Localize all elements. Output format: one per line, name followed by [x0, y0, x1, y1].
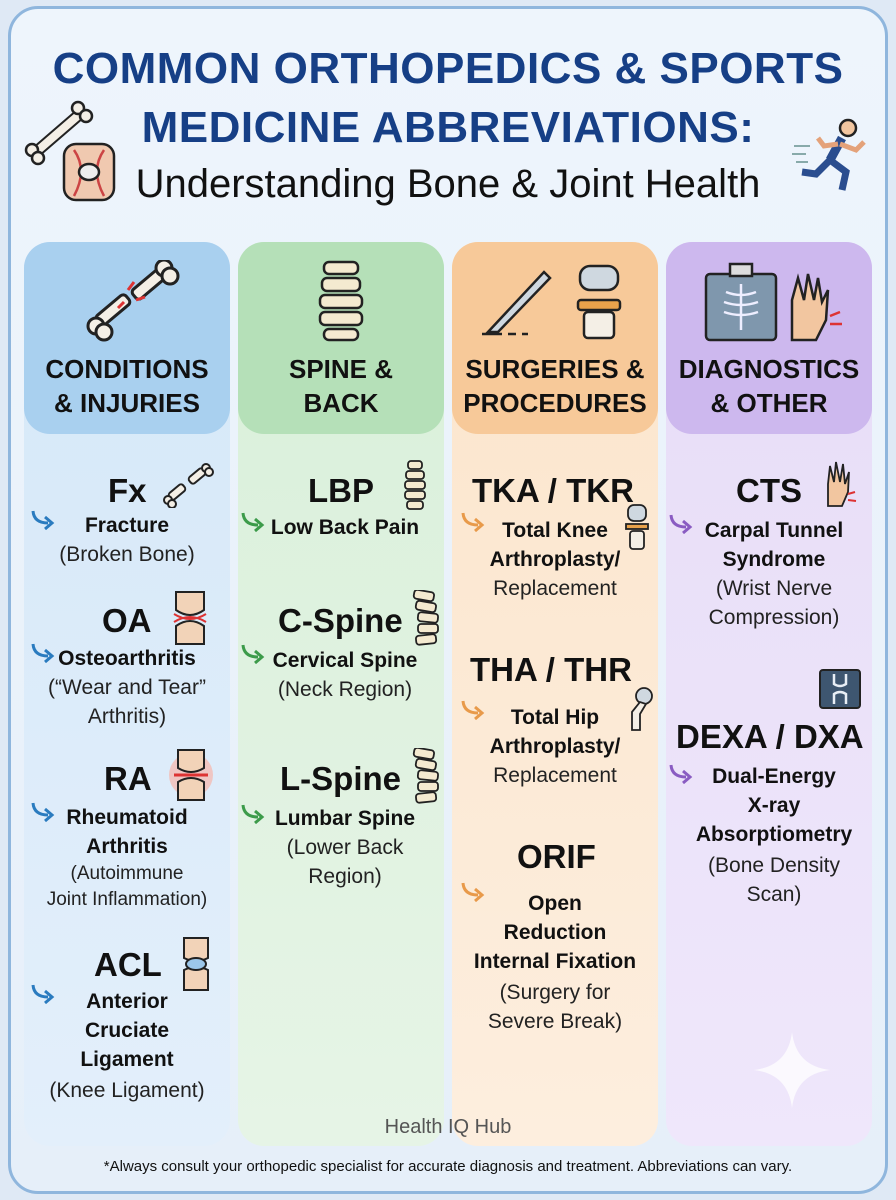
abbr-oa: OA	[102, 602, 152, 639]
c-spine-description: (Neck Region)	[277, 678, 413, 701]
title-line-2: MEDICINE ABBREVIATIONS:	[141, 103, 755, 152]
abbr-cts: CTS	[736, 472, 802, 509]
abbr-tha-thr: THA / THR	[470, 651, 632, 688]
abbr-acl: ACL	[94, 946, 162, 983]
abbr-l-spine: L-Spine	[280, 760, 401, 797]
column-header-conditions: CONDITIONS& INJURIES	[24, 242, 230, 434]
broken-bone-icon	[163, 463, 214, 508]
column-header-spine: SPINE &BACK	[238, 242, 444, 434]
acl-description: (Knee Ligament)	[49, 1079, 205, 1102]
runner-icon	[792, 118, 866, 191]
inflamed-joint-icon	[169, 749, 213, 801]
fx-full-name: Fracture	[84, 514, 170, 537]
abbr-fx: Fx	[108, 472, 147, 509]
tha-description: Replacement	[493, 764, 617, 787]
xray-knee-icon	[819, 669, 861, 709]
abbr-tka-tkr: TKA / TKR	[472, 472, 634, 509]
arrow-icon	[241, 512, 265, 532]
arrow-icon	[461, 882, 485, 902]
hip-implant-icon	[631, 687, 653, 731]
column-surgeries: SURGERIES &PROCEDURES	[452, 242, 658, 1146]
column-title-surgeries: SURGERIES &PROCEDURES	[463, 354, 647, 418]
column-spine: SPINE &BACK	[238, 242, 444, 1146]
tka-description: Replacement	[493, 577, 617, 600]
oa-description: (“Wear and Tear”Arthritis)	[48, 676, 206, 728]
knee-icon	[183, 937, 209, 991]
oa-full-name: Osteoarthritis	[58, 647, 196, 670]
abbr-dexa-dxa: DEXA / DXA	[676, 718, 864, 755]
arrow-icon	[31, 643, 55, 663]
abbr-orif: ORIF	[517, 838, 596, 875]
arrow-icon	[669, 764, 693, 784]
column-title-diagnostics: DIAGNOSTICS& OTHER	[678, 354, 860, 418]
arrow-icon	[669, 514, 693, 534]
column-title-conditions: CONDITIONS& INJURIES	[45, 354, 209, 418]
vertebrae-icon	[412, 590, 439, 646]
xray-icon	[704, 262, 842, 342]
sparkle-icon	[754, 1032, 830, 1108]
arrow-icon	[31, 510, 55, 530]
arrow-icon	[31, 802, 55, 822]
spine-icon	[318, 260, 364, 342]
arrow-icon	[31, 984, 55, 1004]
column-conditions: CONDITIONS& INJURIES	[24, 242, 230, 1146]
column-header-diagnostics: DIAGNOSTICS& OTHER	[666, 242, 872, 434]
subtitle: Understanding Bone & Joint Health	[135, 162, 761, 206]
joint-icon	[173, 591, 207, 645]
arrow-icon	[461, 512, 485, 532]
title-line-1: COMMON ORTHOPEDICS & SPORTS	[52, 44, 844, 93]
brand-name: Health IQ Hub	[384, 1116, 512, 1138]
abbr-lbp: LBP	[308, 472, 374, 509]
knee-implant-icon	[625, 504, 649, 550]
abbr-c-spine: C-Spine	[278, 602, 403, 639]
c-spine-full-name: Cervical Spine	[272, 649, 418, 672]
arrow-icon	[241, 804, 265, 824]
hand-icon	[827, 461, 857, 507]
lbp-full-name: Low Back Pain	[270, 516, 420, 539]
fx-description: (Broken Bone)	[59, 543, 195, 566]
vertebrae-icon	[412, 748, 439, 804]
arrow-icon	[461, 700, 485, 720]
broken-bone-icon	[86, 260, 180, 342]
arrow-icon	[241, 644, 265, 664]
l-spine-full-name: Lumbar Spine	[274, 807, 416, 830]
spine-icon	[404, 460, 426, 510]
abbr-ra: RA	[104, 760, 152, 797]
column-header-surgeries: SURGERIES &PROCEDURES	[452, 242, 658, 434]
column-title-spine: SPINE &BACK	[288, 354, 394, 418]
bone-knee-icon	[24, 100, 116, 202]
footnote: *Always consult your orthopedic speciali…	[103, 1158, 793, 1175]
scalpel-icon	[482, 264, 622, 340]
